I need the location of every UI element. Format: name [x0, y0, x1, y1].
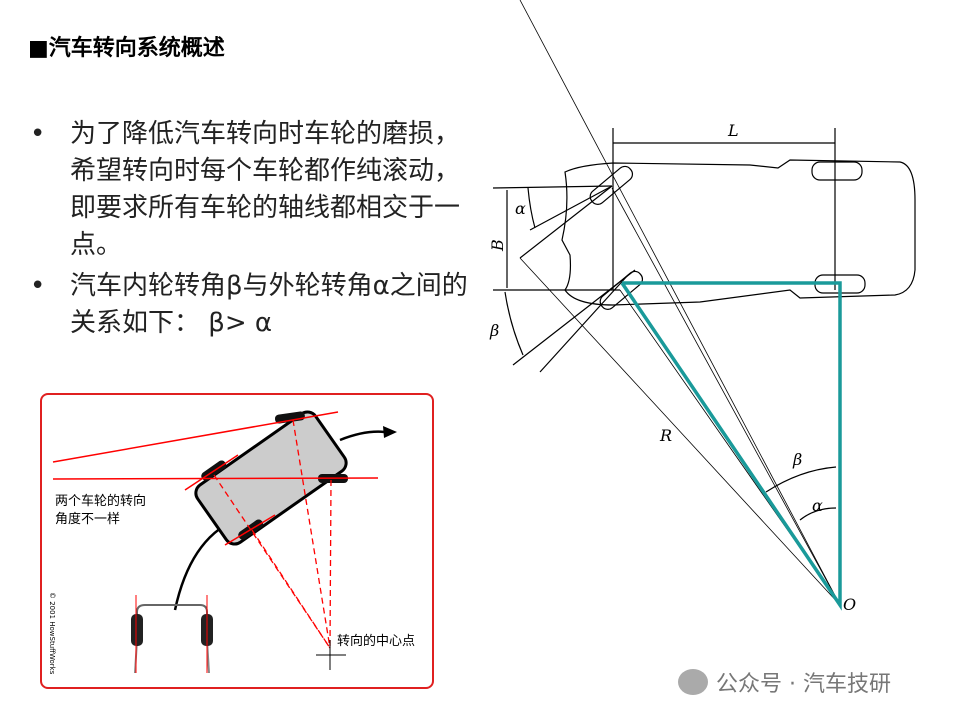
left-label-1: 两个车轮的转向 [55, 493, 146, 509]
label-beta-bottom: β [792, 450, 802, 469]
label-O: O [843, 595, 856, 614]
label-alpha-top: α [515, 199, 526, 218]
wechat-icon [678, 669, 708, 695]
center-point-label: 转向的中心点 [337, 633, 415, 649]
bullet-list: •为了降低汽车转向时车轮的磨损，希望转向时每个车轮都作纯滚动，即要求所有车轮的轴… [30, 116, 470, 346]
label-B: B [488, 239, 507, 252]
watermark: 公众号 · 汽车技研 [678, 666, 891, 698]
left-diagram-frame [40, 393, 434, 689]
bullet-item: •为了降低汽车转向时车轮的磨损，希望转向时每个车轮都作纯滚动，即要求所有车轮的轴… [30, 119, 461, 260]
label-alpha-bottom: α [812, 496, 823, 515]
label-L: L [727, 121, 739, 140]
bullet-item: •汽车内轮转角β与外轮转角α之间的关系如下： β> α [30, 271, 468, 338]
copyright: © 2001 HowStuffWorks [48, 592, 56, 675]
slide-title: ■汽车转向系统概述 [28, 36, 225, 61]
label-R: R [659, 426, 672, 445]
left-label-2: 角度不一样 [55, 511, 120, 527]
label-beta-left: β [489, 321, 499, 340]
